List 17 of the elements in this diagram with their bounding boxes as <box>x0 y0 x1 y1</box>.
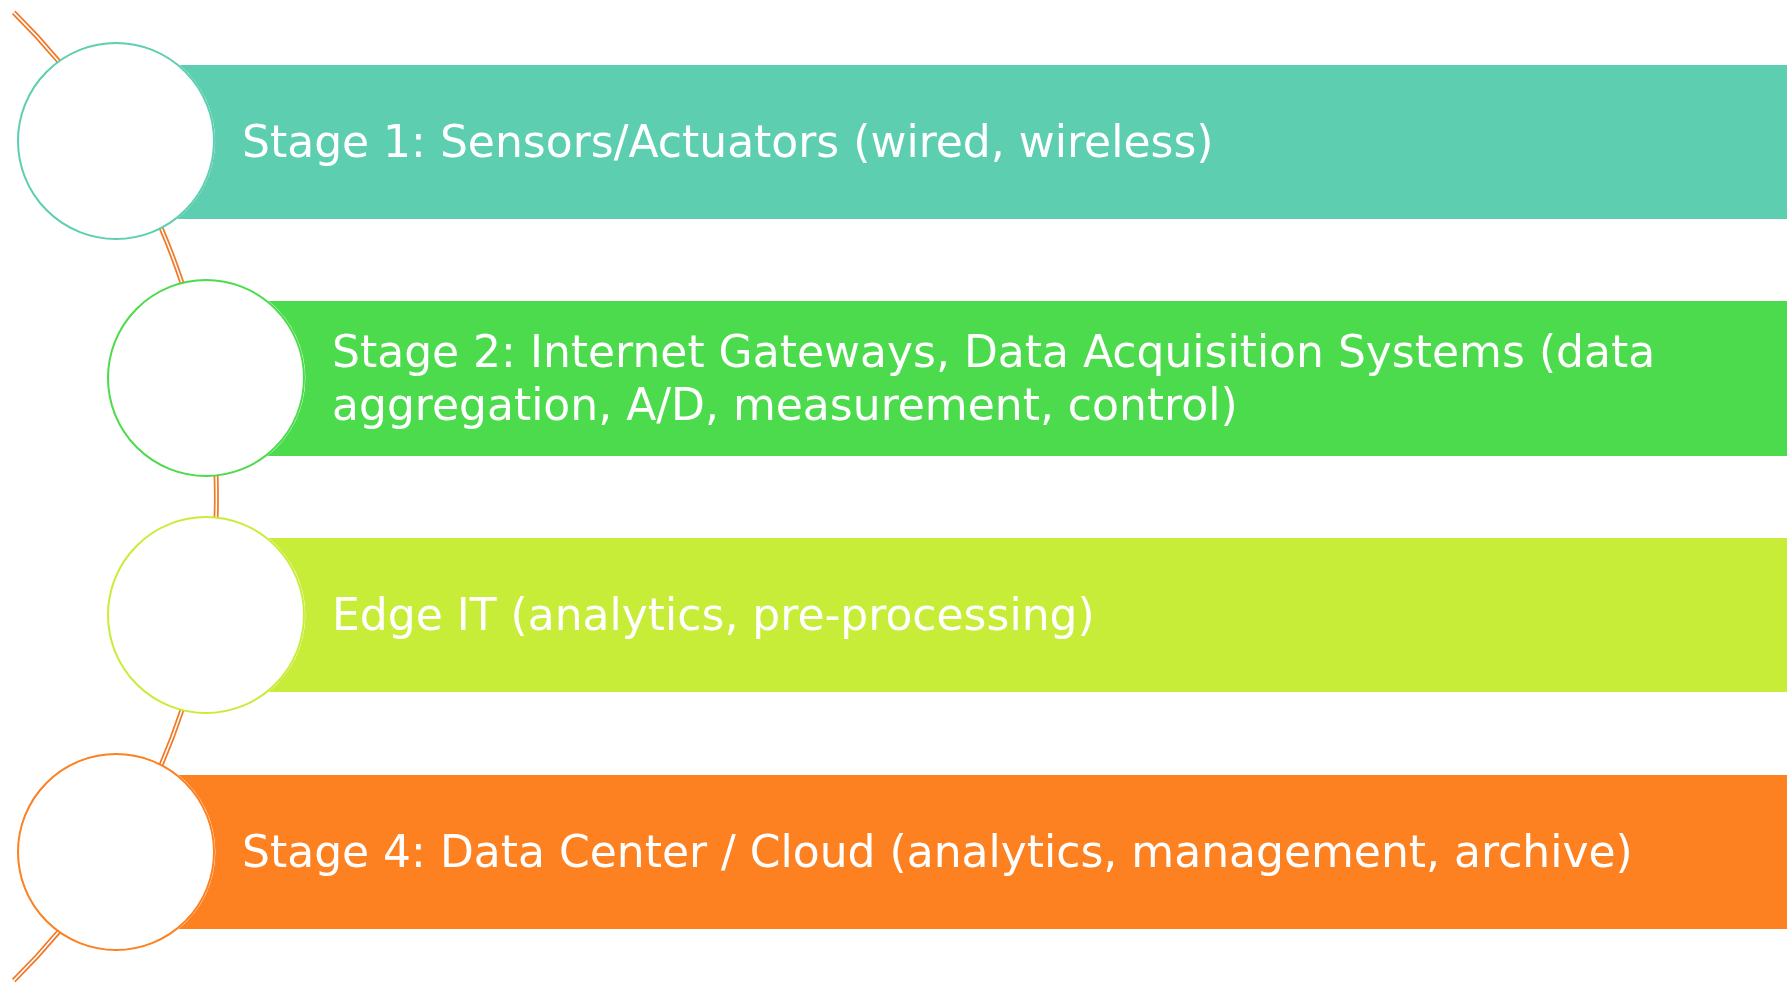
stage-band <box>266 301 1787 456</box>
stage-label: Stage 1: Sensors/Actuators (wired, wireless) <box>242 115 1214 169</box>
connector-line <box>11 929 61 982</box>
connector-line <box>158 709 185 766</box>
stage-band <box>176 775 1787 929</box>
stage-circle <box>107 516 305 714</box>
stage-label: Stage 2: Internet Gateways, Data Acquisition Systems (data aggregation, A/D, measurement, control) <box>332 325 1657 432</box>
stage-circle <box>107 279 305 477</box>
stage-circle <box>17 753 215 951</box>
stage-band <box>177 65 1787 219</box>
stage-circle <box>17 42 215 240</box>
stage-label: Edge IT (analytics, pre-processing) <box>332 588 1095 642</box>
connector-line <box>213 475 219 518</box>
stage-label: Stage 4: Data Center / Cloud (analytics, management, archive) <box>242 825 1633 879</box>
stage-band <box>266 538 1787 692</box>
connector-line <box>158 227 185 284</box>
connector-line <box>11 10 61 64</box>
